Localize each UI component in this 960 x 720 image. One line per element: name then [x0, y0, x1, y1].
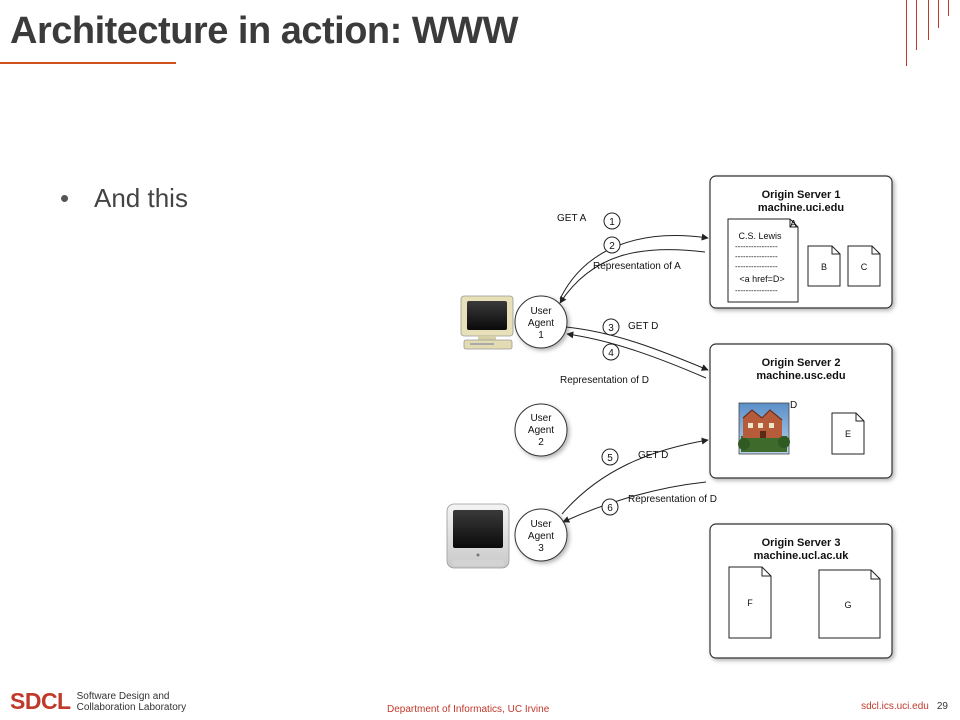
svg-text:Agent: Agent: [528, 318, 554, 329]
step-6-label: Representation of D: [628, 494, 717, 505]
decorative-line: [928, 0, 929, 40]
document-a-icon: A C.S. Lewis ---------------- ----------…: [727, 218, 799, 303]
svg-text:2: 2: [609, 241, 615, 252]
sdcl-logo: SDCL Software Design and Collaboration L…: [10, 688, 186, 715]
department-name: Department of Informatics, UC Irvine: [387, 704, 550, 715]
doc-a-line: ----------------: [735, 286, 778, 295]
document-e-icon: E: [831, 412, 865, 455]
doc-a-link: <a href=D>: [739, 274, 784, 284]
decorative-line: [938, 0, 939, 28]
doc-e-letter: E: [845, 429, 851, 439]
document-b-icon: B: [807, 245, 841, 287]
step-4-label: Representation of D: [560, 375, 649, 386]
sdcl-logo-text: SDCL: [10, 688, 71, 714]
document-d-house-icon: D: [738, 400, 797, 455]
svg-text:User: User: [530, 413, 552, 424]
desktop-computer-icon: [460, 295, 514, 350]
doc-b-letter: B: [821, 262, 827, 272]
document-c-icon: C: [847, 245, 881, 287]
step-2-label: Representation of A: [593, 261, 681, 272]
svg-text:2: 2: [538, 437, 544, 448]
bullet-item: And this: [60, 183, 188, 214]
user-agent-3: User Agent 3: [514, 508, 568, 562]
doc-a-line: ----------------: [735, 242, 778, 251]
doc-a-line: ----------------: [735, 252, 778, 261]
lab-name: Software Design and Collaboration Labora…: [76, 690, 187, 713]
server-3-name: Origin Server 3: [762, 537, 841, 549]
doc-a-title: C.S. Lewis: [738, 231, 782, 241]
step-labels: GET A Representation of A GET D Represen…: [557, 213, 717, 505]
decorative-line: [948, 0, 949, 16]
step-markers: 1 2 3 4 5 6: [601, 212, 621, 516]
doc-a-letter: A: [790, 219, 797, 230]
server-2-host: machine.usc.edu: [756, 370, 845, 382]
origin-server-2: Origin Server 2 machine.usc.edu: [709, 343, 893, 479]
svg-text:Agent: Agent: [528, 531, 554, 542]
footer-url-block: sdcl.ics.uci.edu 29: [861, 701, 948, 712]
bullet-list: And this: [60, 183, 188, 214]
document-f-icon: F: [728, 566, 772, 639]
svg-text:5: 5: [607, 453, 613, 464]
step-5-label: GET D: [638, 450, 668, 461]
svg-text:3: 3: [538, 543, 544, 554]
svg-text:4: 4: [608, 348, 614, 359]
server-1-name: Origin Server 1: [762, 189, 841, 201]
slide-title: Architecture in action: WWW: [10, 10, 518, 52]
document-g-icon: G: [818, 569, 881, 639]
doc-g-letter: G: [844, 600, 851, 610]
decorative-line: [916, 0, 917, 50]
doc-a-line: ----------------: [735, 262, 778, 271]
server-2-name: Origin Server 2: [762, 357, 841, 369]
doc-c-letter: C: [861, 262, 868, 272]
svg-text:User: User: [530, 306, 552, 317]
imac-computer-icon: [446, 503, 510, 569]
svg-text:1: 1: [609, 217, 615, 228]
server-3-host: machine.ucl.ac.uk: [754, 550, 850, 562]
site-url: sdcl.ics.uci.edu: [861, 701, 929, 712]
user-agent-1: User Agent 1: [514, 295, 568, 349]
step-1-label: GET A: [557, 213, 587, 224]
svg-text:Agent: Agent: [528, 425, 554, 436]
request-arrows: [559, 233, 709, 523]
user-agent-2: User Agent 2: [514, 403, 568, 457]
page-number: 29: [936, 701, 948, 712]
doc-d-letter: D: [790, 400, 797, 411]
svg-text:3: 3: [608, 323, 614, 334]
server-1-host: machine.uci.edu: [758, 202, 844, 214]
doc-f-letter: F: [747, 598, 753, 608]
svg-text:6: 6: [607, 503, 613, 514]
title-underline: [0, 62, 176, 64]
svg-text:1: 1: [538, 330, 544, 341]
svg-text:User: User: [530, 519, 552, 530]
decorative-line: [906, 0, 907, 66]
step-3-label: GET D: [628, 321, 658, 332]
